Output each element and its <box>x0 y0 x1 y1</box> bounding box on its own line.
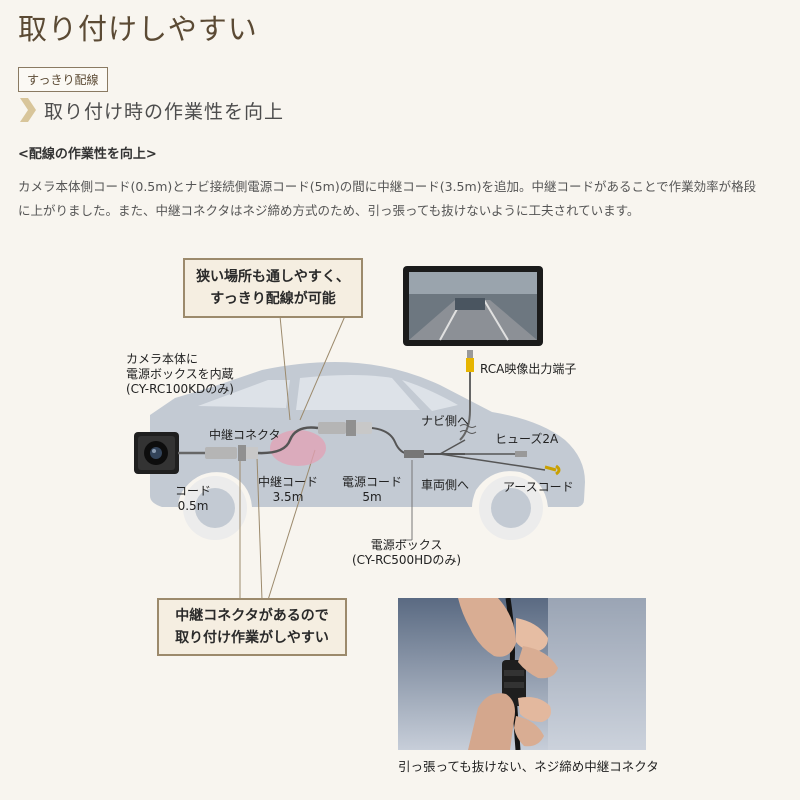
camera-label-line-1: カメラ本体に <box>126 352 199 366</box>
car-side-window <box>296 375 420 410</box>
power-box-label: 電源ボックス (CY-RC500HDのみ) <box>352 538 461 568</box>
chevron-right-icon <box>20 98 36 122</box>
relay-code-label: 中継コード 3.5m <box>258 475 318 505</box>
rca-output-label: RCA映像出力端子 <box>480 362 577 376</box>
navi-monitor <box>403 266 543 346</box>
feature-tag: すっきり配線 <box>18 67 108 92</box>
callout-bottom-line-1: 中継コネクタがあるので <box>175 608 329 624</box>
photo-caption: 引っ張っても抜けない、ネジ締め中継コネクタ <box>398 759 659 774</box>
subheading: 取り付け時の作業性を向上 <box>18 96 284 124</box>
callout-bottom: 中継コネクタがあるので 取り付け作業がしやすい <box>157 598 347 656</box>
code-label: コード 0.5m <box>175 484 211 514</box>
power-code-label: 電源コード 5m <box>342 475 402 505</box>
subheading-text: 取り付け時の作業性を向上 <box>44 100 285 123</box>
power-box-label-line-1: 電源ボックス <box>370 538 443 552</box>
power-code-label-line-1: 電源コード <box>342 475 403 489</box>
relay-code-label-line-2: 3.5m <box>272 490 304 504</box>
callout-top: 狭い場所も通しやすく、 すっきり配線が可能 <box>183 258 363 318</box>
relay-code-label-line-1: 中継コード <box>258 475 319 489</box>
power-code-label-line-2: 5m <box>362 490 382 504</box>
relay-connector-label: 中継コネクタ <box>209 428 281 442</box>
power-box <box>404 450 424 458</box>
body-text: カメラ本体側コード(0.5m)とナビ接続側電源コード(5m)の間に中継コード(3… <box>18 175 788 223</box>
camera-label-line-3: (CY-RC100KDのみ) <box>126 382 234 396</box>
fuse-label: ヒューズ2A <box>495 432 559 446</box>
callout-top-line-2: すっきり配線が可能 <box>210 291 336 307</box>
camera-label: カメラ本体に 電源ボックスを内蔵 (CY-RC100KDのみ) <box>126 352 234 397</box>
section-title: <配線の作業性を向上> <box>18 147 157 162</box>
body-line-2: に上がりました。また、中継コネクタはネジ締め方式のため、引っ張っても抜けないよう… <box>18 203 640 218</box>
power-box-label-line-2: (CY-RC500HDのみ) <box>352 553 462 567</box>
vehicle-side-label: 車両側へ <box>421 478 470 492</box>
code-label-line-2: 0.5m <box>177 499 209 513</box>
connector-photo <box>398 598 646 750</box>
earth-code-label: アースコード <box>503 480 574 494</box>
callout-top-line-1: 狭い場所も通しやすく、 <box>196 269 350 285</box>
callout-bottom-line-2: 取り付け作業がしやすい <box>175 630 329 646</box>
rca-plug <box>466 358 474 372</box>
car-front-window <box>402 380 458 411</box>
page-title: 取り付けしやすい <box>18 12 258 46</box>
earth-terminal <box>544 464 561 476</box>
camera-label-line-2: 電源ボックスを内蔵 <box>126 367 234 381</box>
fuse <box>515 451 527 457</box>
navi-side-label: ナビ側へ <box>421 414 470 428</box>
code-label-line-1: コード <box>175 484 212 498</box>
camera-body <box>134 432 179 474</box>
connector-photo-image <box>398 598 646 750</box>
body-line-1: カメラ本体側コード(0.5m)とナビ接続側電源コード(5m)の間に中継コード(3… <box>18 179 757 194</box>
